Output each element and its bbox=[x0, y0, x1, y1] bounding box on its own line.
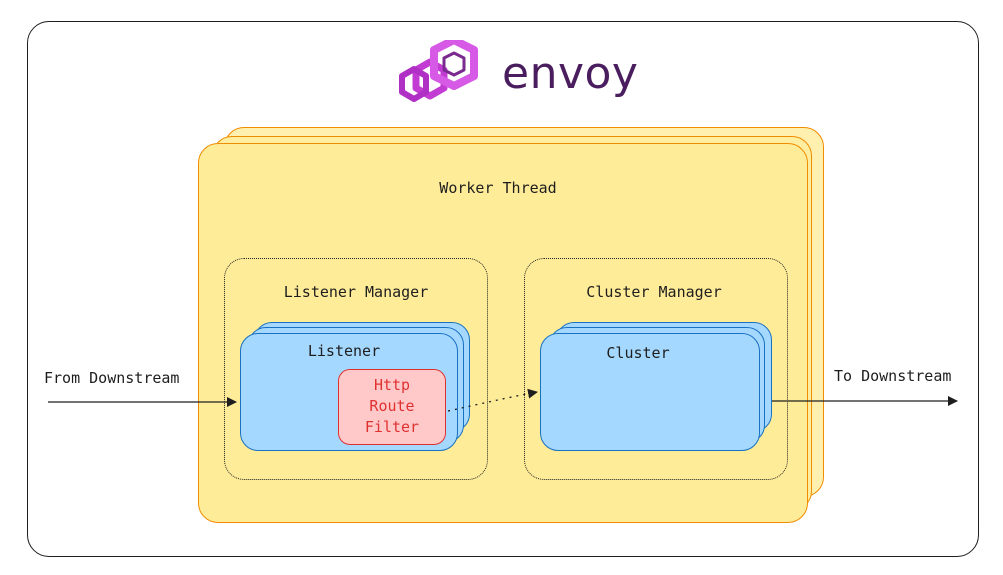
envoy-logo-icon bbox=[399, 40, 478, 102]
filter-line-2: Route bbox=[369, 397, 415, 415]
filter-to-cluster-arrow bbox=[447, 388, 538, 412]
http-route-filter-label: Http Route Filter bbox=[338, 375, 446, 438]
cluster-manager-group bbox=[524, 258, 788, 480]
filter-line-3: Filter bbox=[364, 418, 420, 436]
cluster-label: Cluster bbox=[606, 344, 670, 362]
cluster-manager-label: Cluster Manager bbox=[586, 283, 722, 301]
from-downstream-label: From Downstream bbox=[44, 369, 180, 387]
to-downstream-label: To Downstream bbox=[834, 367, 952, 385]
envoy-brand-name: envoy bbox=[502, 48, 639, 99]
worker-thread-label: Worker Thread bbox=[439, 179, 557, 197]
filter-line-1: Http bbox=[373, 376, 411, 394]
cluster-card bbox=[540, 333, 760, 451]
listener-manager-label: Listener Manager bbox=[283, 283, 429, 301]
listener-label: Listener bbox=[307, 342, 381, 360]
http-route-filter bbox=[338, 369, 446, 445]
listener-manager-group bbox=[224, 258, 488, 480]
